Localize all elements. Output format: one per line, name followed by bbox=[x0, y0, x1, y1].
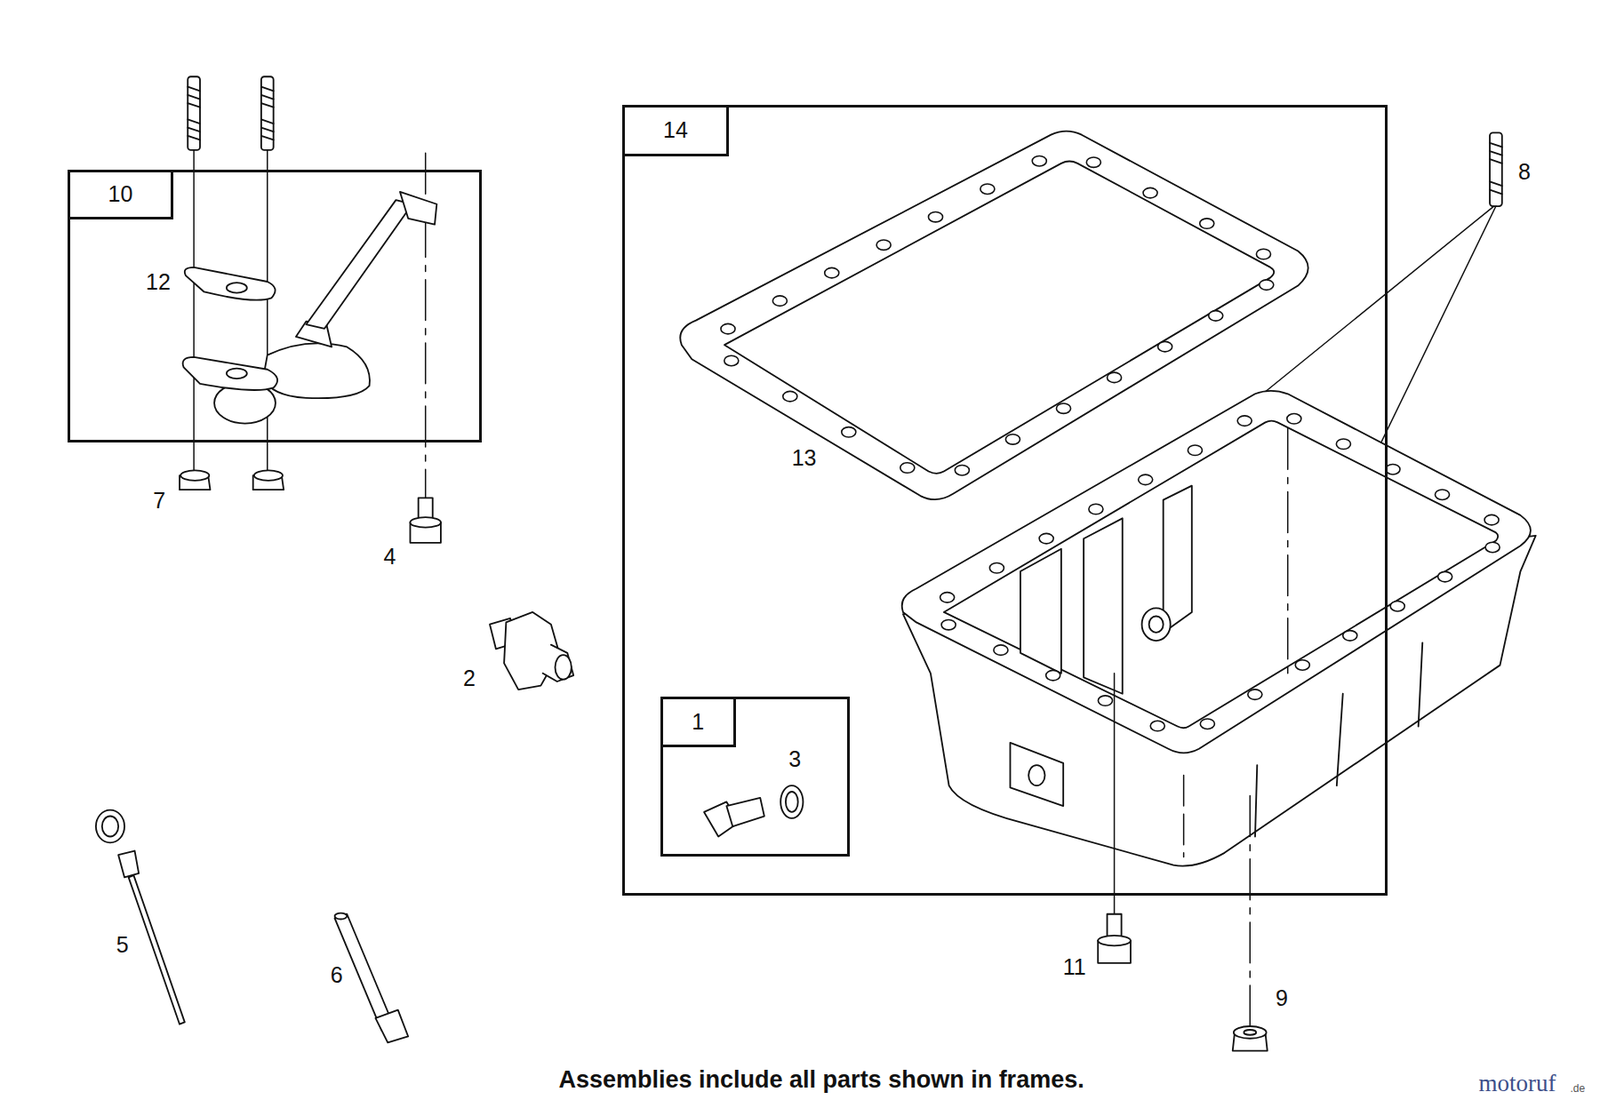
stud bbox=[187, 76, 273, 151]
drain-plug bbox=[704, 785, 803, 837]
bolt-hole bbox=[783, 391, 798, 401]
bolt-hole bbox=[993, 645, 1008, 656]
frame-tab: 10 bbox=[70, 172, 174, 220]
bolt-hole bbox=[1138, 474, 1153, 485]
assembly-frame: 10 bbox=[67, 169, 482, 444]
bolt-hole bbox=[720, 323, 736, 334]
callout-number: 2 bbox=[463, 665, 476, 692]
bolt-hole bbox=[724, 355, 739, 366]
bolt-hole bbox=[940, 592, 955, 603]
bolt-hole bbox=[941, 619, 956, 630]
assembly-number: 1 bbox=[691, 709, 704, 736]
flange-nut bbox=[1232, 1026, 1268, 1052]
callout-number: 4 bbox=[384, 543, 397, 569]
bolt-hole bbox=[1438, 571, 1453, 582]
bolt-hole bbox=[1143, 187, 1158, 198]
bolt-hole bbox=[1343, 631, 1358, 641]
bolt-hole bbox=[900, 463, 915, 473]
bolt-hole bbox=[1200, 719, 1215, 729]
callout-number: 6 bbox=[330, 962, 344, 989]
dipstick-tube bbox=[335, 913, 409, 1044]
bolt-hole bbox=[1237, 416, 1252, 426]
bolt-hole bbox=[1256, 248, 1271, 259]
assembly-number: 10 bbox=[108, 181, 134, 208]
bolt-hole bbox=[1287, 414, 1302, 424]
bolt-hole bbox=[1097, 696, 1112, 706]
bolt-hole bbox=[1150, 720, 1165, 731]
callout-number: 13 bbox=[792, 445, 817, 472]
frame-tab: 14 bbox=[624, 107, 728, 156]
callout-number: 12 bbox=[145, 268, 171, 295]
bolt-hole bbox=[1107, 372, 1122, 383]
bolt-hole bbox=[824, 267, 840, 278]
bolt-hole bbox=[1385, 464, 1400, 474]
oil-pan bbox=[902, 391, 1536, 867]
bolt-hole bbox=[1248, 689, 1263, 700]
assembly-frame: 1 bbox=[660, 696, 851, 857]
bolt-hole bbox=[1039, 533, 1054, 544]
bolt-hole bbox=[1032, 155, 1047, 166]
bolt-hole bbox=[989, 563, 1004, 574]
callout-number: 8 bbox=[1518, 158, 1531, 184]
hex-nut bbox=[179, 470, 284, 490]
oil-pressure-switch bbox=[489, 612, 574, 690]
assembly-number: 14 bbox=[663, 117, 688, 144]
callout-number: 11 bbox=[1063, 954, 1087, 981]
watermark: motoruf bbox=[1479, 1070, 1557, 1098]
bolt-hole bbox=[1046, 670, 1061, 680]
bolt-hole bbox=[1088, 504, 1104, 514]
bolt-hole bbox=[876, 240, 891, 250]
bolt bbox=[409, 497, 440, 544]
callout-number: 9 bbox=[1275, 984, 1288, 1011]
bolt-hole bbox=[1005, 434, 1020, 445]
bolt-hole bbox=[1158, 341, 1173, 352]
bolt-hole bbox=[1434, 489, 1449, 500]
bolt-hole bbox=[928, 211, 943, 222]
bolt-hole bbox=[1056, 403, 1071, 414]
callout-number: 3 bbox=[788, 746, 801, 773]
bolt-hole bbox=[1336, 439, 1351, 449]
bolt-hole bbox=[1390, 600, 1405, 611]
bolt bbox=[1097, 914, 1131, 964]
bolt-hole bbox=[841, 427, 856, 438]
bolt-hole bbox=[1484, 514, 1499, 525]
bolt-hole bbox=[1295, 660, 1310, 671]
bolt-hole bbox=[980, 184, 995, 194]
watermark: .de bbox=[1569, 1082, 1585, 1096]
bolt-hole bbox=[1208, 311, 1224, 321]
bolt-hole bbox=[1187, 445, 1202, 456]
stud bbox=[1489, 132, 1503, 207]
oil-pickup bbox=[183, 192, 438, 424]
bolt-hole bbox=[954, 464, 969, 475]
callout-number: 7 bbox=[152, 487, 166, 513]
bolt-hole bbox=[772, 296, 787, 306]
caption: Assemblies include all parts shown in fr… bbox=[558, 1065, 1084, 1094]
bolt-hole bbox=[1086, 157, 1101, 168]
dipstick bbox=[96, 810, 185, 1025]
assembly-frame: 14 1 bbox=[622, 104, 1388, 896]
bolt-hole bbox=[1485, 542, 1500, 552]
bolt-hole bbox=[1259, 280, 1274, 290]
frame-tab: 1 bbox=[663, 699, 736, 748]
bolt-hole bbox=[1200, 218, 1215, 229]
callout-number: 5 bbox=[116, 932, 129, 959]
